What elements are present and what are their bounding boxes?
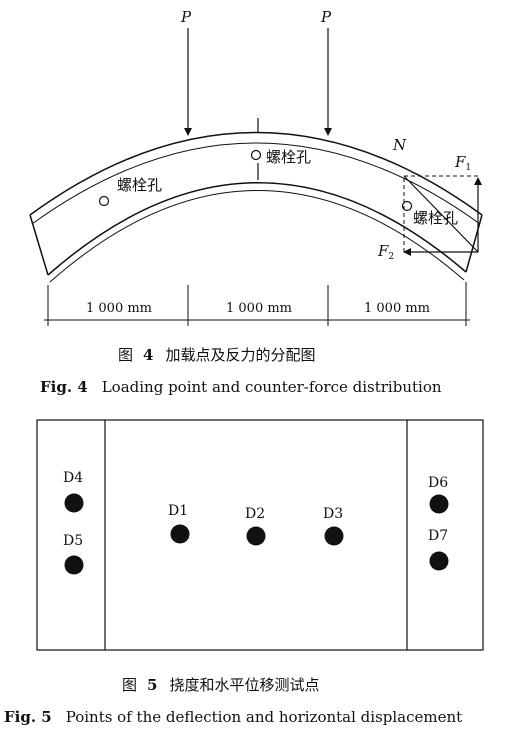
- measurement-point-d5: [64, 555, 84, 575]
- dimension-label-3: 1 000 mm: [364, 301, 430, 316]
- arch-outer-edge: [29, 131, 483, 216]
- point-label-d7: D7: [428, 528, 448, 544]
- bolt-hole-label-left: 螺栓孔: [117, 176, 162, 194]
- measurement-point-d4: [64, 493, 84, 513]
- point-label-d3: D3: [323, 506, 343, 522]
- load-label-left: P: [180, 8, 192, 26]
- measurement-point-d7: [429, 551, 449, 571]
- specimen-outline: [36, 419, 484, 651]
- figure-4-arch-diagram: P P 螺栓孔 螺栓孔 螺栓孔 N F1 F2 1 000 mm 1 000 m…: [29, 8, 483, 326]
- bolt-hole-label-right: 螺栓孔: [413, 209, 458, 227]
- reaction-label-n: N: [392, 136, 407, 154]
- arch-right-end: [465, 214, 483, 273]
- dimension-label-1: 1 000 mm: [86, 301, 152, 316]
- point-label-d2: D2: [245, 506, 265, 522]
- dimension-label-2: 1 000 mm: [226, 301, 292, 316]
- arch-inner-edge: [47, 182, 467, 276]
- arch-left-end: [29, 214, 49, 276]
- force-label-f2: F2: [377, 242, 394, 262]
- measurement-point-d1: [170, 524, 190, 544]
- bolt-hole-label-center: 螺栓孔: [266, 148, 311, 166]
- bolt-hole-right: [401, 200, 413, 212]
- measurement-point-d2: [246, 526, 266, 546]
- bolt-hole-left: [98, 195, 110, 207]
- measurement-point-d6: [429, 494, 449, 514]
- arch-inner-flange: [31, 142, 481, 225]
- reaction-force-n: [403, 175, 479, 253]
- measurement-point-d3: [324, 526, 344, 546]
- point-label-d4: D4: [63, 470, 83, 486]
- point-label-d5: D5: [63, 533, 83, 549]
- point-label-d6: D6: [428, 475, 448, 491]
- load-label-right: P: [320, 8, 332, 26]
- force-label-f1: F1: [454, 153, 471, 173]
- point-label-d1: D1: [168, 503, 188, 519]
- arch-inner-lip: [49, 190, 465, 283]
- bolt-hole-center: [250, 149, 262, 161]
- figure-5-measurement-points: D4 D5 D1 D2 D3 D6 D7: [36, 419, 484, 651]
